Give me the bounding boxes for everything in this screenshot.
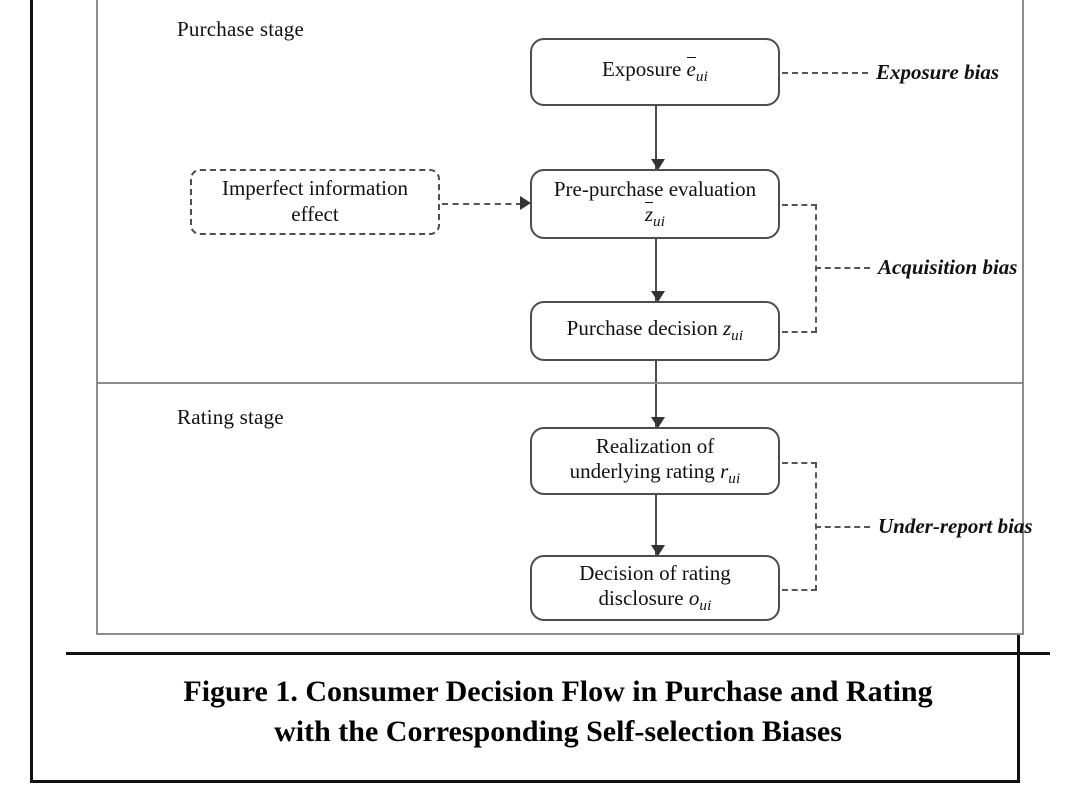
stage-divider [96, 382, 1024, 384]
node-rating-disclosure-decision[interactable]: Decision of rating disclosure oui [530, 555, 780, 621]
node-imperfect-information-effect[interactable]: Imperfect information effect [190, 169, 440, 235]
dashed-leader-exposure-bias [782, 72, 868, 74]
node-purchase-decision-text: Purchase decision zui [566, 316, 744, 345]
dashed-bracket-acquisition-bottom [782, 331, 817, 333]
dashed-arrow-imperfect-to-pre-purchase [442, 203, 522, 205]
rating-stage-label: Rating stage [177, 405, 284, 429]
dashed-leader-underreport-bias [815, 526, 870, 528]
figure-outer-frame: Purchase stage Rating stage Exposure eui… [30, 0, 1050, 783]
figure-caption-line-1: Figure 1. Consumer Decision Flow in Purc… [183, 675, 933, 708]
node-disclosure-symbol: oui [688, 586, 712, 614]
arrow-purchase-decision-to-realization [651, 361, 665, 428]
node-prepurchase-symbol: zui [644, 201, 666, 230]
node-exposure-text: Exposure eui [601, 56, 709, 86]
dashed-bracket-acquisition-top [782, 204, 817, 206]
node-exposure[interactable]: Exposure eui [530, 38, 780, 106]
arrow-pre-purchase-to-purchase-decision [651, 239, 665, 302]
node-disclosure-text: Decision of rating disclosure oui [579, 560, 731, 614]
purchase-stage-label: Purchase stage [177, 17, 305, 41]
dashed-bracket-underreport-bottom [782, 589, 817, 591]
arrow-realization-to-disclosure [651, 495, 665, 556]
node-pre-purchase-evaluation[interactable]: Pre-purchase evaluation zui [530, 169, 780, 239]
node-imperfect-text: Imperfect information effect [221, 176, 408, 226]
dashed-leader-acquisition-bias [815, 267, 870, 269]
label-under-report-bias: Under-report bias [878, 514, 1033, 538]
node-purchase-decision-symbol: zui [722, 316, 744, 345]
label-exposure-bias: Exposure bias [876, 60, 1000, 84]
node-realization-text: Realization of underlying rating rui [569, 433, 741, 487]
node-realization-symbol: rui [720, 459, 741, 487]
caption-divider [66, 652, 1050, 655]
node-realization-underlying-rating[interactable]: Realization of underlying rating rui [530, 427, 780, 495]
figure-caption: Figure 1. Consumer Decision Flow in Purc… [83, 672, 1033, 751]
arrowhead-icon [520, 196, 531, 210]
figure-caption-line-2: with the Corresponding Self-selection Bi… [274, 714, 842, 748]
dashed-bracket-underreport-top [782, 462, 817, 464]
label-acquisition-bias: Acquisition bias [878, 255, 1018, 279]
node-purchase-decision[interactable]: Purchase decision zui [530, 301, 780, 361]
diagram-canvas: Purchase stage Rating stage Exposure eui… [96, 0, 1033, 635]
node-prepurchase-text: Pre-purchase evaluation zui [553, 176, 757, 230]
arrow-exposure-to-pre-purchase [651, 106, 665, 170]
node-exposure-symbol: eui [686, 56, 709, 86]
